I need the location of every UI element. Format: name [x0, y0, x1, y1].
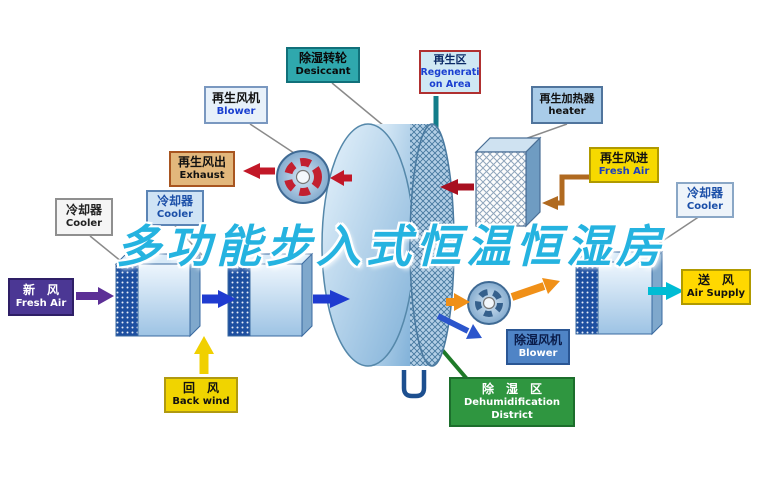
- arrow-air-supply: [648, 282, 684, 300]
- label-dehum-district-en2: District: [491, 409, 533, 421]
- label-regen-blower-zh: 再生风机: [211, 91, 260, 106]
- label-regen-fresh-air: 再生风进 Fresh Air: [589, 147, 659, 183]
- label-regen-blower: 再生风机 Blower: [204, 86, 268, 124]
- label-cooler-right-en: Cooler: [686, 201, 724, 213]
- label-cooler-right: 冷却器 Cooler: [676, 182, 734, 218]
- label-fresh-air-left: 新 风 Fresh Air: [8, 278, 74, 316]
- label-exhaust-en: Exhaust: [179, 170, 225, 182]
- label-cooler-left-zh: 冷却器: [65, 203, 102, 218]
- label-back-wind-zh: 回 风: [182, 381, 219, 396]
- label-air-supply: 送 风 Air Supply: [681, 269, 751, 305]
- page-title: 多功能步入式恒温恒湿房: [116, 220, 667, 273]
- leader-lines: [89, 82, 701, 263]
- label-back-wind-en: Back wind: [172, 396, 230, 408]
- label-air-supply-zh: 送 风: [697, 273, 734, 288]
- desiccant-rotor: [321, 123, 455, 367]
- label-regen-area-zh: 再生区: [433, 53, 467, 67]
- arrow-fan-to-coil: [510, 278, 560, 301]
- coil-box-left-1: [114, 252, 202, 338]
- label-regen-fresh-air-en: Fresh Air: [598, 166, 650, 178]
- label-exhaust: 再生风出 Exhaust: [169, 151, 235, 187]
- label-back-wind: 回 风 Back wind: [164, 377, 238, 413]
- arrow-to-dehum-blower: [436, 313, 482, 339]
- label-fresh-air-left-en: Fresh Air: [15, 298, 67, 310]
- label-regen-blower-en: Blower: [216, 106, 256, 118]
- label-exhaust-zh: 再生风出: [177, 155, 226, 170]
- label-desiccant-zh: 除湿转轮: [298, 51, 347, 66]
- label-fresh-air-left-zh: 新 风: [22, 283, 59, 298]
- arrow-process-2: [313, 290, 350, 308]
- label-regen-fresh-air-zh: 再生风进: [599, 151, 648, 166]
- label-air-supply-en: Air Supply: [686, 288, 746, 300]
- arrow-heater-to-rotor: [440, 179, 474, 195]
- arrow-rotor-to-dehum-fan: [446, 293, 470, 311]
- arrow-rotor-to-fan: [330, 170, 352, 186]
- label-desiccant-en: Desiccant: [295, 66, 351, 78]
- label-dehum-blower-zh: 除湿风机: [513, 333, 562, 348]
- label-dehum-district: 除 湿 区 Dehumidification District: [449, 377, 575, 427]
- regen-fan: [276, 150, 330, 204]
- label-dehum-district-en1: Dehumidification: [463, 397, 561, 408]
- coil-box-left-2: [226, 252, 314, 338]
- label-regen-area: 再生区 Regenerati on Area: [419, 50, 481, 94]
- arrow-process-1: [202, 290, 236, 308]
- label-regen-heater-en: heater: [548, 105, 586, 117]
- label-cooler-mid: 冷却器 Cooler: [146, 190, 204, 226]
- arrow-back-wind: [194, 336, 214, 374]
- label-regen-area-en2: on Area: [429, 78, 471, 90]
- label-dehum-blower: 除湿风机 Blower: [506, 329, 570, 365]
- label-desiccant: 除湿转轮 Desiccant: [286, 47, 360, 83]
- arrow-exhaust: [243, 163, 275, 179]
- regen-heater-block: [474, 136, 542, 228]
- coil-box-right: [574, 250, 664, 336]
- dehum-fan: [467, 281, 511, 325]
- label-cooler-left: 冷却器 Cooler: [55, 198, 113, 236]
- rotor-motor-bracket: [401, 370, 427, 399]
- label-dehum-district-zh: 除 湿 区: [481, 382, 542, 396]
- label-cooler-right-zh: 冷却器: [686, 186, 723, 201]
- label-cooler-left-en: Cooler: [65, 218, 103, 230]
- label-regen-heater-zh: 再生加热器: [539, 91, 595, 105]
- label-dehum-blower-en: Blower: [518, 348, 558, 360]
- arrow-fresh-air: [76, 287, 114, 305]
- label-cooler-mid-en: Cooler: [156, 209, 194, 221]
- label-regen-heater: 再生加热器 heater: [531, 86, 603, 124]
- label-cooler-mid-zh: 冷却器: [156, 194, 193, 209]
- label-regen-area-en1: Regenerati: [420, 67, 480, 78]
